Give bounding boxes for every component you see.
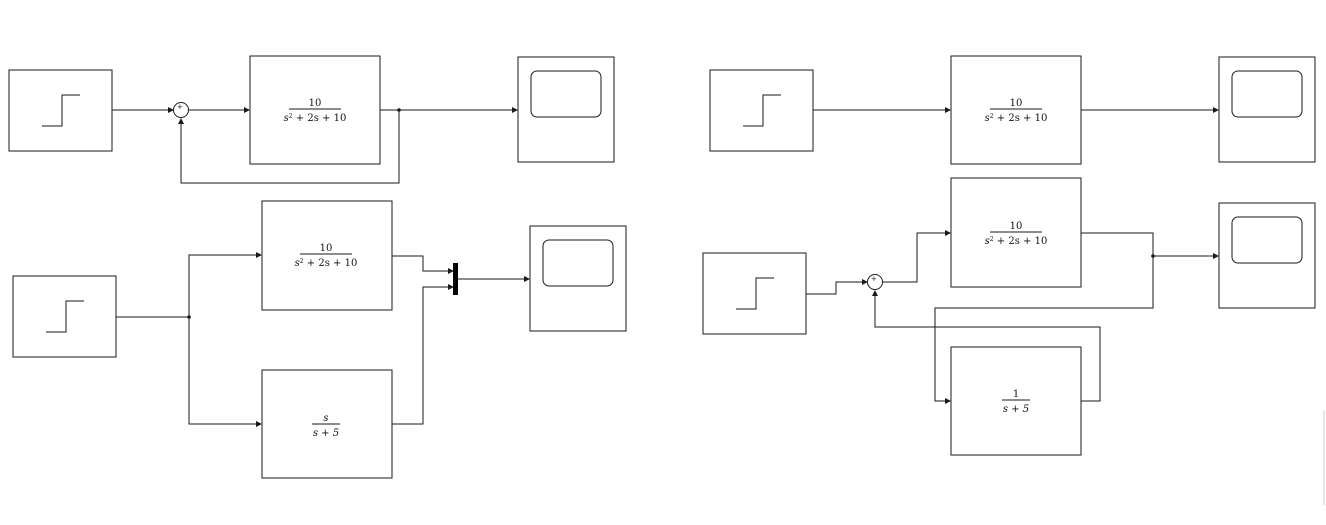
wire-step4-sum2[interactable]	[806, 281, 864, 295]
wire-branch-tf3[interactable]	[188, 254, 258, 317]
wire-feedback-1[interactable]	[180, 110, 400, 184]
tf2-numerator: 10	[1010, 98, 1023, 109]
sum-block-2[interactable]: +	[867, 274, 883, 290]
wire-tf5-mux[interactable]	[392, 286, 450, 425]
tf2-denominator: s2 + 2s + 10	[985, 113, 1048, 125]
sum-block-1[interactable]: +	[173, 102, 189, 118]
step-icon	[743, 94, 781, 127]
diagram-parallel-mux: 10 s2 + 2s + 10 s s + 5	[12, 200, 627, 479]
wire-sum2-tf4[interactable]	[883, 232, 947, 283]
transfer-fcn-block-5[interactable]: s s + 5	[261, 369, 393, 479]
tf1-denominator: s2 + 2s + 10	[284, 113, 347, 125]
wire-tf3-mux[interactable]	[392, 255, 450, 272]
tf4-numerator: 10	[1010, 221, 1023, 232]
transfer-fcn-block-2[interactable]: 10 s2 + 2s + 10	[950, 55, 1082, 165]
tf6-denominator: s + 5	[1003, 404, 1029, 415]
step-block-2[interactable]	[709, 69, 814, 152]
tf4-denominator: s2 + 2s + 10	[985, 236, 1048, 248]
step-block-4[interactable]	[702, 252, 807, 335]
tf5-denominator: s + 5	[313, 428, 339, 439]
step-icon	[736, 277, 774, 310]
sum-sign-plus: +	[871, 275, 877, 283]
transfer-fcn-block-4[interactable]: 10 s2 + 2s + 10	[950, 177, 1082, 288]
scope-block-2[interactable]	[1218, 56, 1316, 163]
scope-screen	[542, 239, 614, 287]
wire-branch-tf6[interactable]	[934, 256, 1154, 402]
scope-block-3[interactable]	[529, 225, 627, 332]
wire-tf4-scope4[interactable]	[1081, 232, 1215, 257]
scope-screen	[530, 70, 602, 118]
diagram-open-loop: 10 s2 + 2s + 10	[709, 55, 1316, 165]
wire-branch-tf5[interactable]	[188, 317, 258, 425]
scope-block-1[interactable]	[517, 56, 615, 163]
tf1-numerator: 10	[309, 98, 322, 109]
step-block-3[interactable]	[12, 275, 117, 358]
diagram-closed-loop-unity: + 10 s2 + 2s + 10	[8, 55, 615, 184]
scope-screen	[1231, 70, 1303, 118]
sum-sign-plus: +	[177, 103, 183, 111]
step-block-1[interactable]	[8, 69, 113, 152]
diagram-closed-loop-feedback-tf: + 10 s2 + 2s + 10 1 s + 5	[702, 177, 1316, 456]
tf5-numerator: s	[323, 413, 328, 424]
tf3-numerator: 10	[320, 243, 333, 254]
mux-block[interactable]	[453, 263, 458, 295]
step-icon	[46, 300, 84, 333]
transfer-fcn-block-6[interactable]: 1 s + 5	[950, 346, 1082, 456]
transfer-fcn-block-1[interactable]: 10 s2 + 2s + 10	[249, 55, 381, 165]
wire-feedback-2[interactable]	[874, 294, 1101, 402]
tf6-numerator: 1	[1013, 389, 1019, 400]
scope-block-4[interactable]	[1218, 202, 1316, 309]
tf3-denominator: s2 + 2s + 10	[295, 258, 358, 270]
transfer-fcn-block-3[interactable]: 10 s2 + 2s + 10	[261, 200, 393, 311]
scope-screen	[1231, 216, 1303, 264]
step-icon	[42, 94, 80, 127]
